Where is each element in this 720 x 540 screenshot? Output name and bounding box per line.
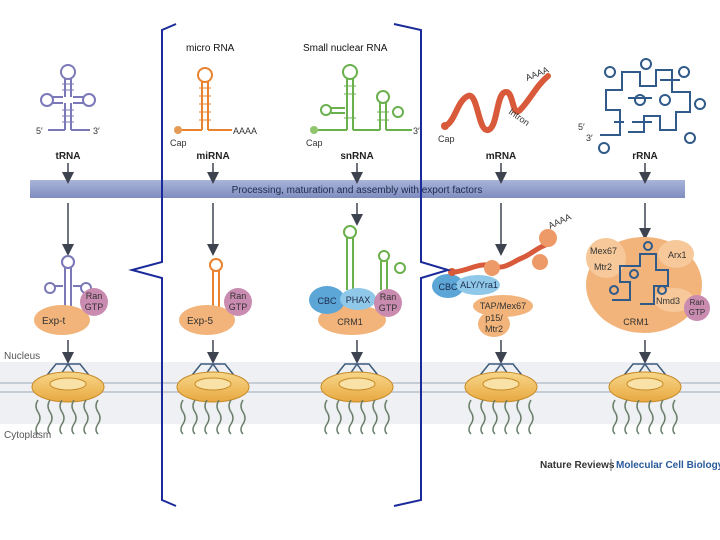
rrna-mex67: Mex67 — [590, 246, 617, 256]
rrna-ran: Ran — [690, 298, 705, 307]
snrna-complex — [309, 225, 406, 335]
mrna-p15: p15/ — [485, 313, 503, 323]
nuclear-pore — [464, 362, 538, 435]
trna-3prime: 3′ — [93, 126, 100, 136]
bracket-left — [128, 23, 177, 507]
exp-t-label: Exp-t — [42, 316, 66, 327]
trna-ran: Ran — [86, 291, 103, 301]
rrna-mtr2: Mtr2 — [594, 262, 612, 272]
nuclear-pore — [608, 362, 682, 435]
mirna-structure — [182, 67, 232, 131]
processing-bar-label: Processing, maturation and assembly with… — [232, 185, 483, 196]
mirna-tail: AAAA — [233, 126, 257, 136]
trna-gtp: GTP — [85, 302, 104, 312]
mrna-tap: TAP/Mex67 — [480, 301, 526, 311]
mirna-ran: Ran — [230, 291, 247, 301]
rrna-complex — [586, 237, 710, 333]
label-rrna: rRNA — [632, 151, 658, 162]
nucleus-label: Nucleus — [4, 351, 40, 362]
rrna-crm1: CRM1 — [623, 317, 649, 327]
snrna-cap: Cap — [306, 138, 323, 148]
bracket-right — [393, 23, 452, 507]
bracket-left-label: micro RNA — [186, 43, 235, 54]
processing-bar — [30, 180, 685, 198]
snrna-phax: PHAX — [346, 295, 371, 305]
nuclear-pore — [176, 362, 250, 435]
rrna-3prime: 3′ — [586, 133, 593, 143]
mirna-gtp: GTP — [229, 302, 248, 312]
nuclear-pore — [320, 362, 394, 435]
trna-complex — [34, 255, 108, 335]
rrna-gtp: GTP — [689, 308, 705, 317]
rrna-structure — [598, 58, 706, 154]
nuclear-pores — [31, 362, 682, 435]
snrna-ran: Ran — [380, 292, 397, 302]
rrna-arx1: Arx1 — [668, 250, 687, 260]
mirna-cap-dot — [174, 126, 182, 134]
rrna-nmd3: Nmd3 — [656, 296, 680, 306]
mrna-aly: ALY/Yra1 — [460, 280, 498, 290]
middle-arrows — [62, 203, 651, 256]
label-trna: tRNA — [56, 151, 81, 162]
snrna-crm1: CRM1 — [337, 317, 363, 327]
snrna-gtp: GTP — [379, 303, 398, 313]
mrna-complex-tail: AAAA — [547, 212, 573, 231]
label-snrna: snRNA — [340, 151, 373, 162]
label-mirna: miRNA — [196, 151, 229, 162]
credit-publisher: Nature Reviews — [540, 460, 615, 471]
nuclear-pore — [31, 362, 105, 435]
mirna-complex — [179, 258, 252, 335]
mrna-cbc: CBC — [438, 282, 458, 292]
cytoplasm-label: Cytoplasm — [4, 430, 51, 441]
snrna-structure — [318, 64, 412, 131]
snrna-cbc: CBC — [317, 296, 337, 306]
snrna-cap-dot — [310, 126, 318, 134]
trna-5prime: 5′ — [36, 126, 43, 136]
snrna-3prime: 3′ — [413, 126, 420, 136]
pore-arrows — [62, 340, 651, 364]
label-mrna: mRNA — [486, 151, 517, 162]
mrna-structure — [441, 73, 551, 133]
trna-structure — [40, 64, 96, 131]
rrna-5prime: 5′ — [578, 122, 585, 132]
mrna-mtr2: Mtr2 — [485, 324, 503, 334]
mrna-complex — [432, 229, 557, 337]
mrna-cap: Cap — [438, 134, 455, 144]
credit-journal: Molecular Cell Biology — [616, 460, 720, 471]
exp-5-label: Exp-5 — [187, 316, 214, 327]
mirna-cap: Cap — [170, 138, 187, 148]
bracket-right-label: Small nuclear RNA — [303, 43, 388, 54]
top-arrows — [62, 163, 651, 184]
